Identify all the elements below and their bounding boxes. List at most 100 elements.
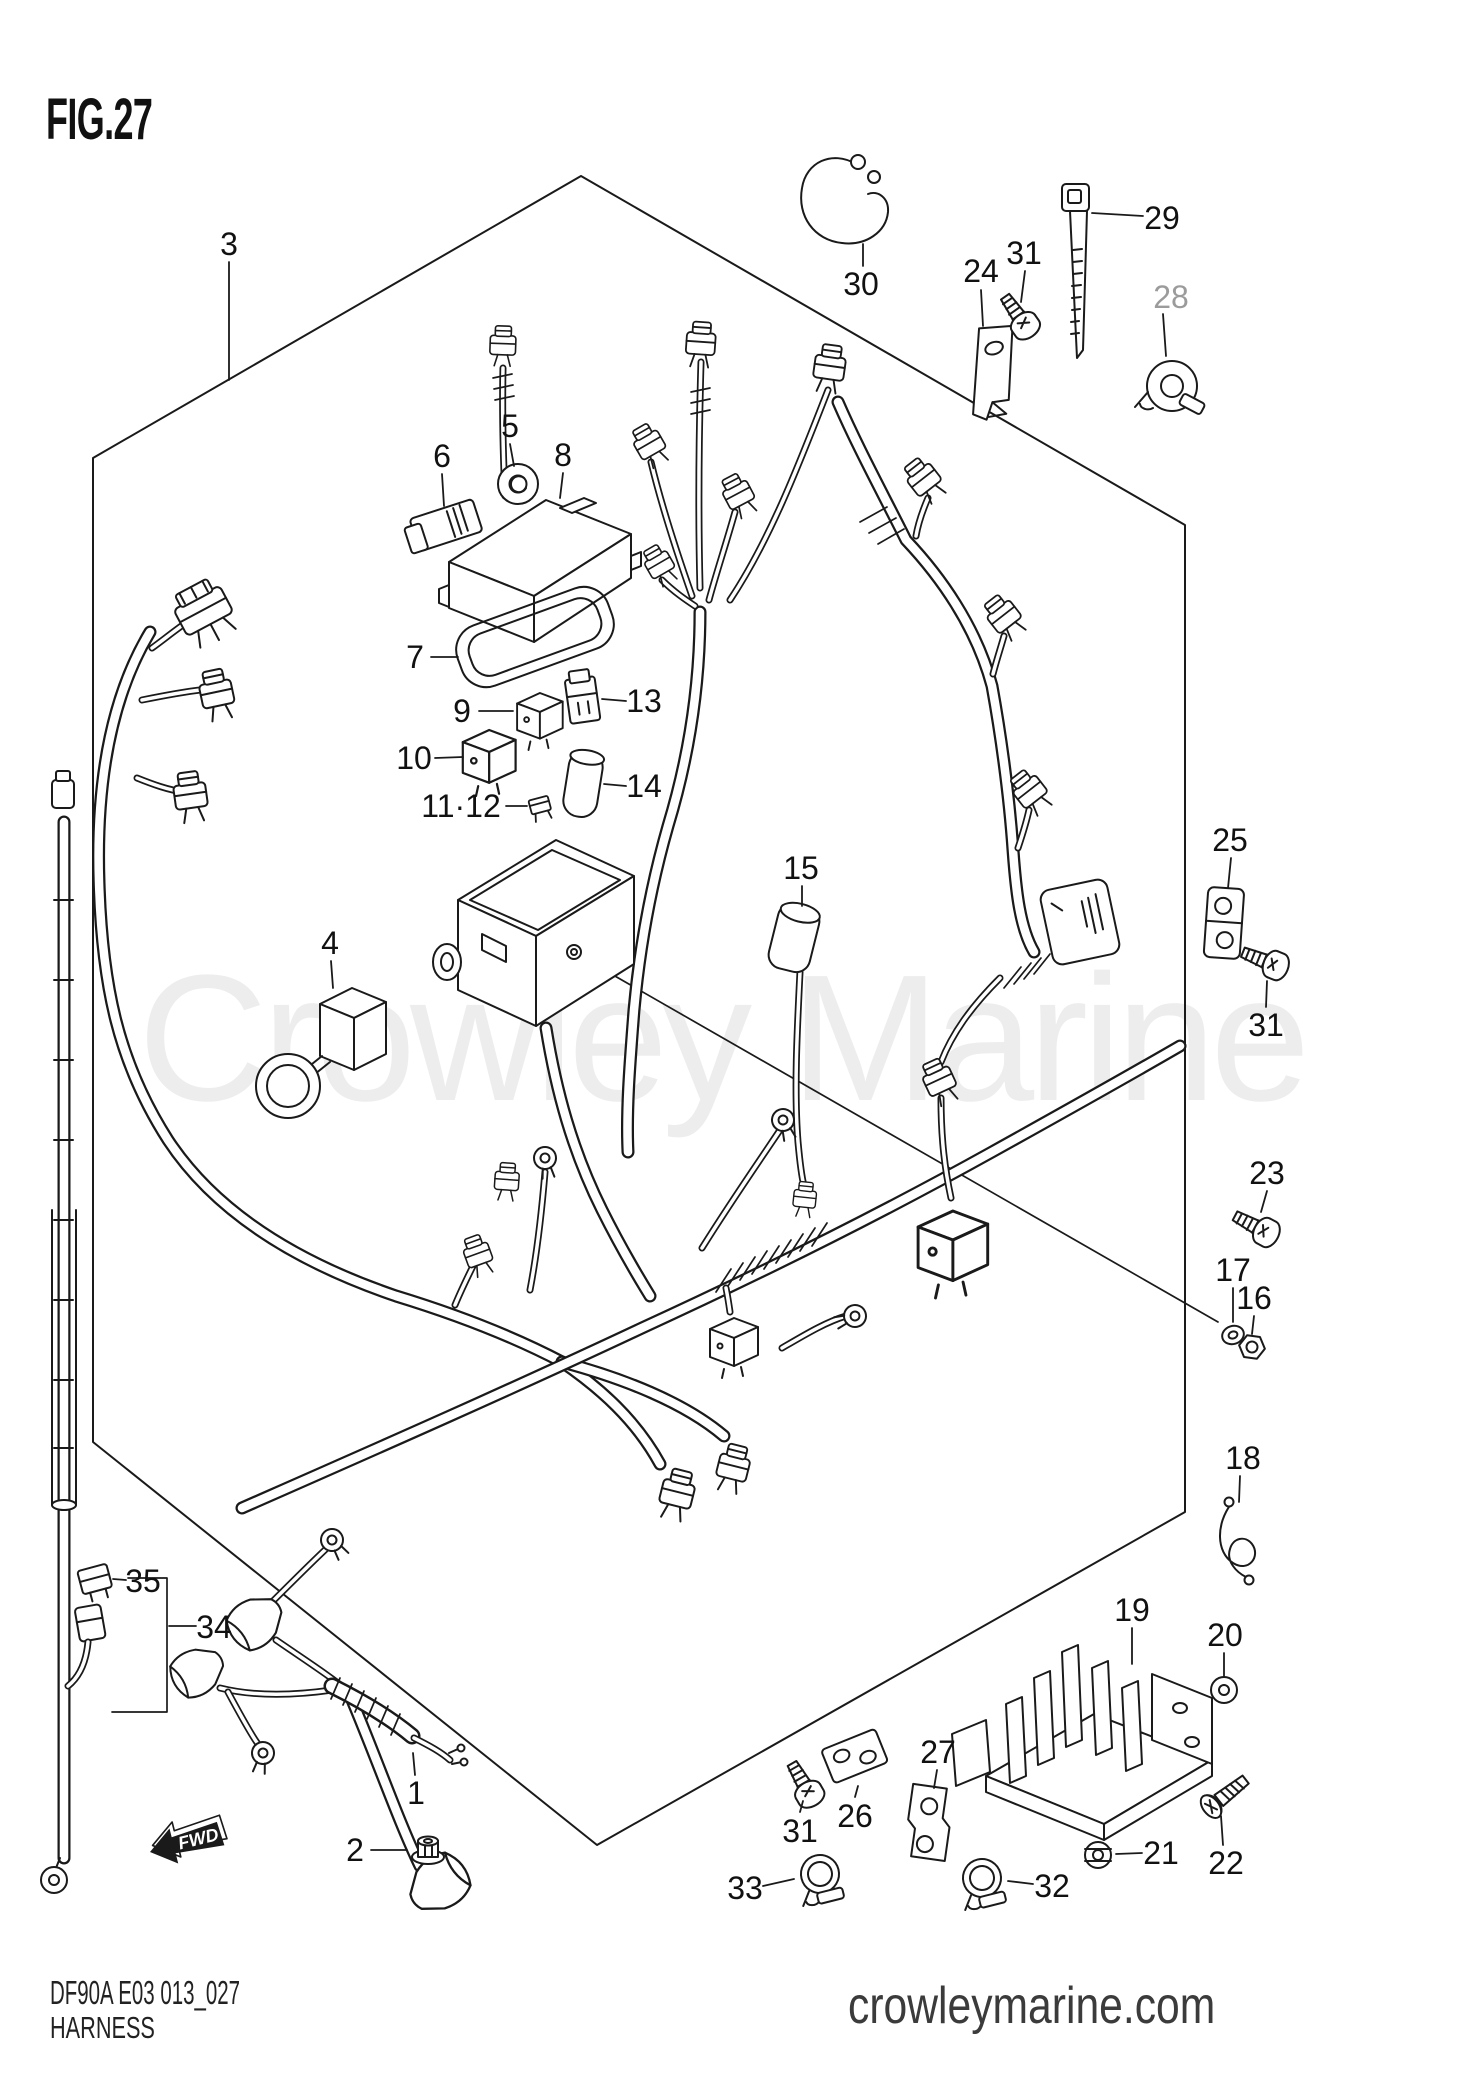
svg-text:11·12: 11·12 bbox=[421, 788, 500, 824]
callout-3: 3 bbox=[220, 226, 238, 381]
callout-30: 30 bbox=[843, 243, 879, 302]
callout-7: 7 bbox=[406, 639, 459, 675]
svg-text:14: 14 bbox=[626, 768, 662, 804]
grommet-21 bbox=[1084, 1841, 1112, 1869]
svg-text:15: 15 bbox=[783, 850, 819, 886]
site-watermark: crowleymarine.com bbox=[848, 1977, 1216, 2035]
fusebox-mount-leader bbox=[579, 955, 1219, 1323]
svg-text:31: 31 bbox=[782, 1813, 818, 1849]
callout-21: 21 bbox=[1115, 1835, 1179, 1871]
callout-10: 10 bbox=[396, 740, 464, 776]
clamp-32 bbox=[953, 1853, 1009, 1913]
callout-28: 28 bbox=[1153, 279, 1189, 357]
fuse-box-group bbox=[403, 463, 642, 1027]
svg-text:19: 19 bbox=[1114, 1592, 1150, 1628]
callout-22: 22 bbox=[1208, 1815, 1244, 1881]
group-bracket-34 bbox=[111, 1577, 168, 1713]
callout-9: 9 bbox=[453, 693, 514, 729]
wire-clip-30 bbox=[800, 154, 890, 245]
corrugation-marks bbox=[492, 373, 1051, 1293]
svg-text:3: 3 bbox=[220, 226, 238, 262]
bracket-6 bbox=[403, 498, 483, 555]
battery-ring-terminal bbox=[40, 1866, 68, 1894]
relay-box bbox=[1039, 878, 1121, 966]
svg-text:31: 31 bbox=[1006, 235, 1042, 271]
engine-outline-box bbox=[92, 175, 1186, 1846]
svg-text:25: 25 bbox=[1212, 822, 1248, 858]
svg-text:13: 13 bbox=[626, 683, 662, 719]
fuse-13 bbox=[564, 668, 602, 725]
bracket-19 bbox=[951, 1644, 1213, 1841]
svg-text:24: 24 bbox=[963, 253, 999, 289]
connector-4 bbox=[255, 987, 387, 1119]
callout-5: 5 bbox=[501, 408, 519, 467]
cap-14 bbox=[562, 748, 606, 818]
svg-text:26: 26 bbox=[837, 1798, 873, 1834]
callout-14: 14 bbox=[603, 768, 662, 804]
callout-31: 31 bbox=[1248, 980, 1284, 1043]
watermark-text: Crowley Marine bbox=[138, 938, 1304, 1139]
clamp-33 bbox=[791, 1849, 847, 1909]
callout-15: 15 bbox=[783, 850, 819, 907]
svg-text:21: 21 bbox=[1143, 1835, 1179, 1871]
bracket-24 bbox=[972, 324, 1014, 421]
bolt-31-bottom bbox=[778, 1755, 830, 1814]
svg-text:23: 23 bbox=[1249, 1155, 1285, 1191]
bracket-25 bbox=[1202, 886, 1245, 960]
callout-27: 27 bbox=[920, 1734, 956, 1789]
svg-text:18: 18 bbox=[1225, 1440, 1261, 1476]
svg-text:35: 35 bbox=[125, 1563, 161, 1599]
svg-text:30: 30 bbox=[843, 266, 879, 302]
svg-text:8: 8 bbox=[554, 437, 572, 473]
drawing-code: DF90A E03 013_027 bbox=[50, 1974, 240, 2011]
figure-title: FIG.27 bbox=[46, 87, 153, 152]
callout-16: 16 bbox=[1236, 1280, 1272, 1335]
svg-text:32: 32 bbox=[1034, 1868, 1070, 1904]
svg-text:22: 22 bbox=[1208, 1845, 1244, 1881]
svg-text:33: 33 bbox=[727, 1870, 763, 1906]
callout-31: 31 bbox=[782, 1800, 818, 1849]
callout-23: 23 bbox=[1249, 1155, 1285, 1213]
fwd-arrow: FWD bbox=[150, 1814, 228, 1864]
callout-17: 17 bbox=[1215, 1252, 1251, 1323]
callout-25: 25 bbox=[1212, 822, 1248, 889]
svg-text:6: 6 bbox=[433, 438, 451, 474]
bracket-27 bbox=[907, 1782, 951, 1862]
svg-text:34: 34 bbox=[196, 1609, 232, 1645]
relay-10 bbox=[461, 728, 517, 798]
callout-19: 19 bbox=[1114, 1592, 1150, 1665]
clamp-28 bbox=[1134, 360, 1206, 415]
svg-text:1: 1 bbox=[407, 1775, 425, 1811]
callout-13: 13 bbox=[601, 683, 662, 719]
fuse-35 bbox=[76, 1563, 113, 1603]
cable-tie-29 bbox=[1061, 183, 1090, 359]
svg-text:29: 29 bbox=[1144, 200, 1180, 236]
fuse-11-12 bbox=[527, 794, 555, 824]
gasket-7 bbox=[455, 585, 615, 689]
callout-32: 32 bbox=[1007, 1868, 1070, 1904]
svg-text:4: 4 bbox=[321, 925, 339, 961]
callout-1: 1 bbox=[407, 1752, 425, 1811]
callout-29: 29 bbox=[1091, 200, 1180, 236]
callout-20: 20 bbox=[1207, 1617, 1243, 1677]
svg-text:16: 16 bbox=[1236, 1280, 1272, 1316]
callout-18: 18 bbox=[1225, 1440, 1261, 1503]
callout-11-12: 11·12 bbox=[421, 788, 528, 824]
callout-26: 26 bbox=[837, 1785, 873, 1834]
callout-33: 33 bbox=[727, 1870, 795, 1906]
svg-text:9: 9 bbox=[453, 693, 471, 729]
callout-2: 2 bbox=[346, 1832, 408, 1868]
harness-connectors-left bbox=[166, 573, 243, 825]
svg-text:27: 27 bbox=[920, 1734, 956, 1770]
plate-26 bbox=[821, 1728, 889, 1784]
callout-4: 4 bbox=[321, 925, 339, 989]
relay-9 bbox=[516, 692, 564, 751]
callout-35: 35 bbox=[112, 1563, 161, 1599]
battery-subharness-1 bbox=[162, 1523, 480, 1925]
callout-34: 34 bbox=[168, 1609, 232, 1645]
svg-text:20: 20 bbox=[1207, 1617, 1243, 1653]
callout-31: 31 bbox=[1006, 235, 1042, 303]
